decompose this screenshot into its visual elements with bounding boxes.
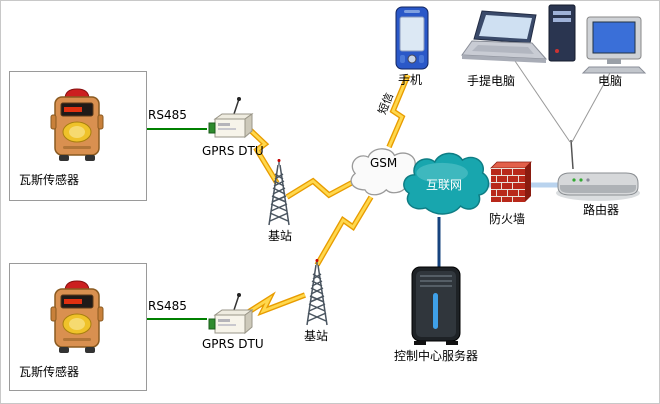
base-station-top-label: 基站	[268, 229, 293, 243]
control-server-label: 控制中心服务器	[394, 349, 479, 363]
gsm-cloud-label: GSM	[370, 156, 398, 170]
gprs-dtu-bottom-label: GPRS DTU	[202, 337, 264, 351]
internet-cloud-label: 互联网	[425, 178, 462, 192]
gas-sensor-top-label: 瓦斯传感器	[19, 173, 80, 187]
router-icon	[556, 172, 640, 201]
base-station-top	[257, 159, 301, 227]
router-antenna	[570, 139, 574, 170]
lightning-bolts	[245, 73, 411, 317]
laptop	[460, 9, 550, 69]
router-label: 路由器	[583, 203, 620, 217]
desktop-label: 电脑	[598, 74, 623, 88]
internet-cloud	[398, 147, 490, 221]
router	[554, 161, 642, 203]
gprs-dtu-top-label: GPRS DTU	[202, 144, 264, 158]
gprs-dtu-icon	[208, 97, 254, 139]
internet-cloud-icon	[403, 152, 490, 215]
gas-sensor-icon	[50, 280, 104, 353]
desktop-computer	[545, 3, 647, 75]
mobile-phone-icon	[395, 6, 429, 70]
base-station-bottom	[295, 259, 339, 327]
firewall-icon	[490, 161, 532, 202]
laptop-icon	[461, 10, 548, 63]
firewall-label: 防火墙	[489, 212, 526, 226]
mobile-phone-label: 手机	[398, 73, 423, 87]
radio-tower-icon	[306, 259, 328, 326]
gprs-dtu-icon	[208, 293, 254, 335]
gprs-dtu-top	[205, 95, 257, 145]
laptop-label: 手提电脑	[467, 74, 516, 88]
gsm-cloud	[342, 143, 424, 199]
rs485-bottom-label: RS485	[148, 299, 187, 313]
gprs-dtu-bottom	[205, 291, 257, 341]
base-station-bottom-label: 基站	[304, 329, 329, 343]
server-tower-icon	[411, 266, 461, 345]
rs485-top-label: RS485	[148, 108, 187, 122]
desktop-link	[571, 70, 612, 143]
gas-sensor-bottom-label: 瓦斯传感器	[19, 365, 80, 379]
mobile-phone	[391, 5, 433, 73]
gsm-cloud-icon	[350, 148, 419, 196]
desktop-computer-icon	[548, 4, 647, 74]
gas-sensor-top	[49, 85, 105, 165]
firewall	[487, 156, 533, 212]
gas-sensor-bottom	[49, 277, 105, 357]
laptop-link	[514, 60, 571, 143]
gas-sensor-icon	[50, 88, 104, 161]
radio-tower-icon	[268, 159, 290, 226]
control-server	[402, 265, 470, 347]
